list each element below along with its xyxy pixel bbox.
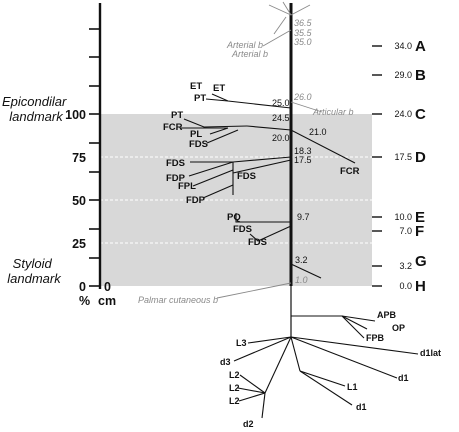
branch-label-fds-5: FDS: [248, 237, 267, 248]
cm-unit-label: cm: [98, 294, 116, 308]
scale-value-a: 34.0: [394, 41, 412, 51]
nerve-label-d2: d2: [243, 419, 254, 429]
arterial-branches: [262, 1, 311, 47]
arterial-branch-label-2: Arterial b: [231, 49, 268, 59]
scale-value-c: 24.0: [394, 109, 412, 119]
scale-value-h: 0.0: [399, 281, 412, 291]
branch-label-pl: PL: [190, 129, 202, 140]
scale-letter-c: C: [415, 106, 426, 123]
trunk-value-26-0: 26.0: [293, 92, 312, 102]
branch-label-fds-3: FDS: [237, 171, 256, 182]
trunk-value-36-5: 36.5: [294, 18, 313, 28]
palmar-cutaneous-branch: [216, 282, 292, 299]
branch-label-et-1: ET: [190, 81, 202, 92]
scale-letter-f: F: [415, 223, 424, 240]
nerve-label-l2-b: L2: [229, 383, 240, 393]
percent-tick-75: 75: [72, 151, 86, 165]
articular-branch: [290, 101, 323, 113]
percent-tick-100: 100: [65, 108, 86, 122]
percent-tick-25: 25: [72, 237, 86, 251]
nerve-label-l2-a: L2: [229, 370, 240, 380]
trunk-value-35-0: 35.0: [294, 37, 312, 47]
branch-label-fdp-1: FDP: [166, 173, 186, 184]
trunk-value-3-2: 3.2: [295, 255, 308, 265]
trunk-value-9-7: 9.7: [297, 212, 310, 222]
trunk-value-17-5: 17.5: [294, 155, 312, 165]
articular-branch-label: Articular b: [312, 107, 354, 117]
trunk-value-20-0: 20.0: [272, 133, 290, 143]
nerve-label-l2-c: L2: [229, 396, 240, 406]
quartile-gridlines: [100, 156, 372, 244]
nerve-label-apb: APB: [377, 310, 397, 320]
scale-letter-g: G: [415, 253, 427, 270]
trunk-value-25-0: 25.0: [272, 98, 290, 108]
branch-label-fdp-2: FDP: [186, 195, 206, 206]
branch-label-fds-1: FDS: [189, 139, 208, 150]
nerve-label-l1: L1: [347, 382, 358, 392]
branch-label-pt-1: PT: [194, 93, 206, 104]
percent-unit-label: %: [79, 294, 90, 308]
branch-label-pq: PQ: [227, 212, 241, 223]
trunk-value-21-0: 21.0: [309, 127, 327, 137]
scale-value-b: 29.0: [394, 70, 412, 80]
right-scale-ticks: [372, 45, 382, 287]
percent-tick-0: 0: [79, 280, 86, 294]
palmar-cutaneous-label: Palmar cutaneous b: [138, 295, 218, 305]
nerve-label-d1-b: d1: [356, 402, 367, 412]
branch-label-fds-4: FDS: [233, 224, 252, 235]
scale-letter-e: E: [415, 209, 425, 226]
cm-zero-label: 0: [104, 280, 111, 294]
trunk-value-1-0: 1.0: [295, 275, 308, 285]
trunk-value-35-5: 35.5: [294, 28, 313, 38]
epicondilar-label: Epicondilar landmark: [2, 94, 70, 124]
trunk-value-24-5: 24.5: [272, 113, 290, 123]
scale-value-f: 7.0: [399, 226, 412, 236]
scale-value-d: 17.5: [394, 152, 412, 162]
scale-letter-h: H: [415, 278, 426, 295]
scale-value-e: 10.0: [394, 212, 412, 222]
nerve-label-fpb: FPB: [366, 333, 385, 343]
scale-letter-d: D: [415, 149, 426, 166]
scale-letter-a: A: [415, 38, 426, 55]
trunk-value-18-3: 18.3: [294, 146, 312, 156]
branch-label-fds-2: FDS: [166, 158, 185, 169]
axis-ticks: [89, 28, 100, 287]
distal-muscle-branches: [235, 213, 292, 242]
branch-label-pt-2: PT: [171, 110, 183, 121]
branch-label-et-2: ET: [213, 83, 225, 94]
nerve-label-d1lat: d1lat: [420, 348, 441, 358]
styloid-level-branch: [290, 263, 322, 279]
branch-label-fcr-left: FCR: [163, 122, 183, 133]
nerve-label-l3: L3: [236, 338, 247, 348]
hand-branches: [233, 315, 419, 419]
scale-value-g: 3.2: [399, 261, 412, 271]
branch-label-fcr-right: FCR: [340, 166, 360, 177]
nerve-label-op: OP: [392, 323, 405, 333]
scale-letter-b: B: [415, 67, 426, 84]
nerve-label-d1-a: d1: [398, 373, 409, 383]
percent-tick-50: 50: [72, 194, 86, 208]
styloid-label: Styloid landmark: [7, 256, 62, 286]
proximal-muscle-branches: [181, 93, 356, 164]
middle-muscle-branches: [188, 156, 292, 199]
arterial-branch-label-1: Arterial b: [226, 40, 263, 50]
nerve-label-d3: d3: [220, 357, 231, 367]
branch-label-fpl: FPL: [178, 181, 196, 192]
